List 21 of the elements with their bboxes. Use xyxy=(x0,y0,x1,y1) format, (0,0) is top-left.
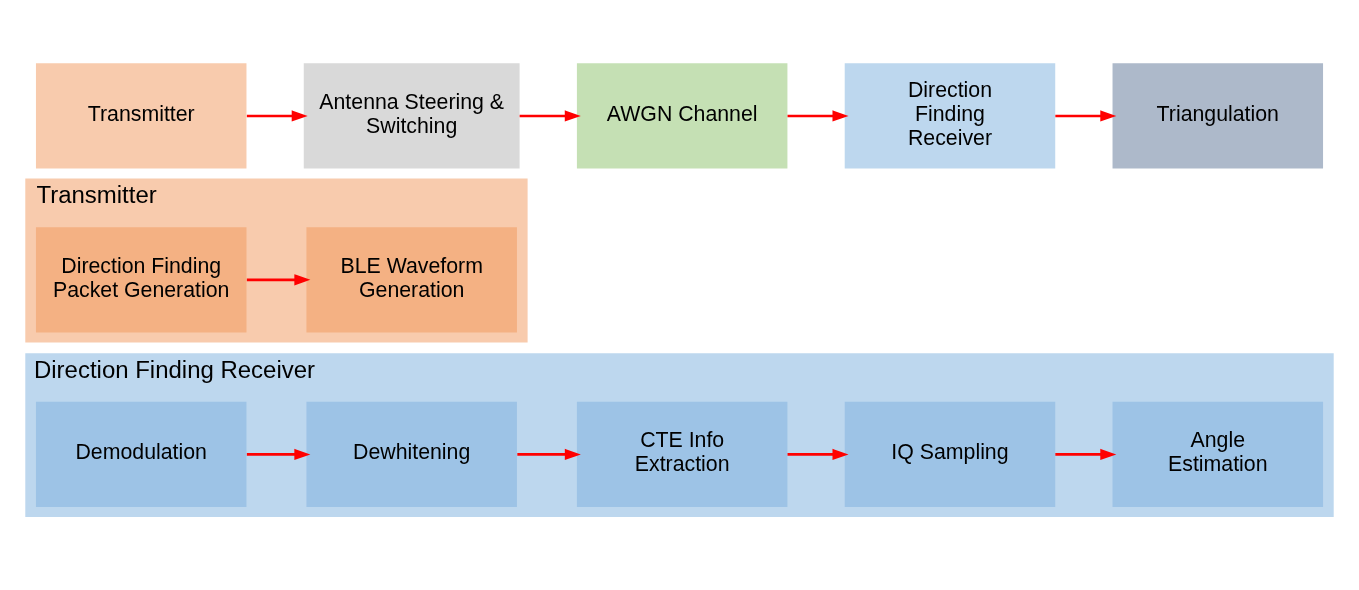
arrow xyxy=(517,448,581,460)
arrow xyxy=(1055,448,1117,460)
node-box: BLE Waveform Generation xyxy=(306,226,517,332)
node-box: Dewhitening xyxy=(306,401,517,507)
arrow xyxy=(246,273,311,285)
arrow xyxy=(787,109,849,122)
node-box: Direction Finding Packet Generation xyxy=(35,226,247,332)
node-box: Demodulation xyxy=(35,401,247,507)
node-box: Transmitter xyxy=(35,62,247,169)
node-box: Angle Estimation xyxy=(1112,401,1324,507)
arrow xyxy=(246,109,308,122)
node-box: Direction Finding Receiver xyxy=(844,62,1056,169)
arrow xyxy=(246,448,311,460)
node-box: IQ Sampling xyxy=(844,401,1056,507)
node-box: AWGN Channel xyxy=(576,62,788,169)
arrow xyxy=(1055,109,1117,122)
node-box: CTE Info Extraction xyxy=(576,401,788,507)
arrow xyxy=(519,109,581,122)
node-box: Antenna Steering & Switching xyxy=(303,62,520,169)
node-box: Triangulation xyxy=(1112,62,1324,169)
arrow xyxy=(787,448,849,460)
